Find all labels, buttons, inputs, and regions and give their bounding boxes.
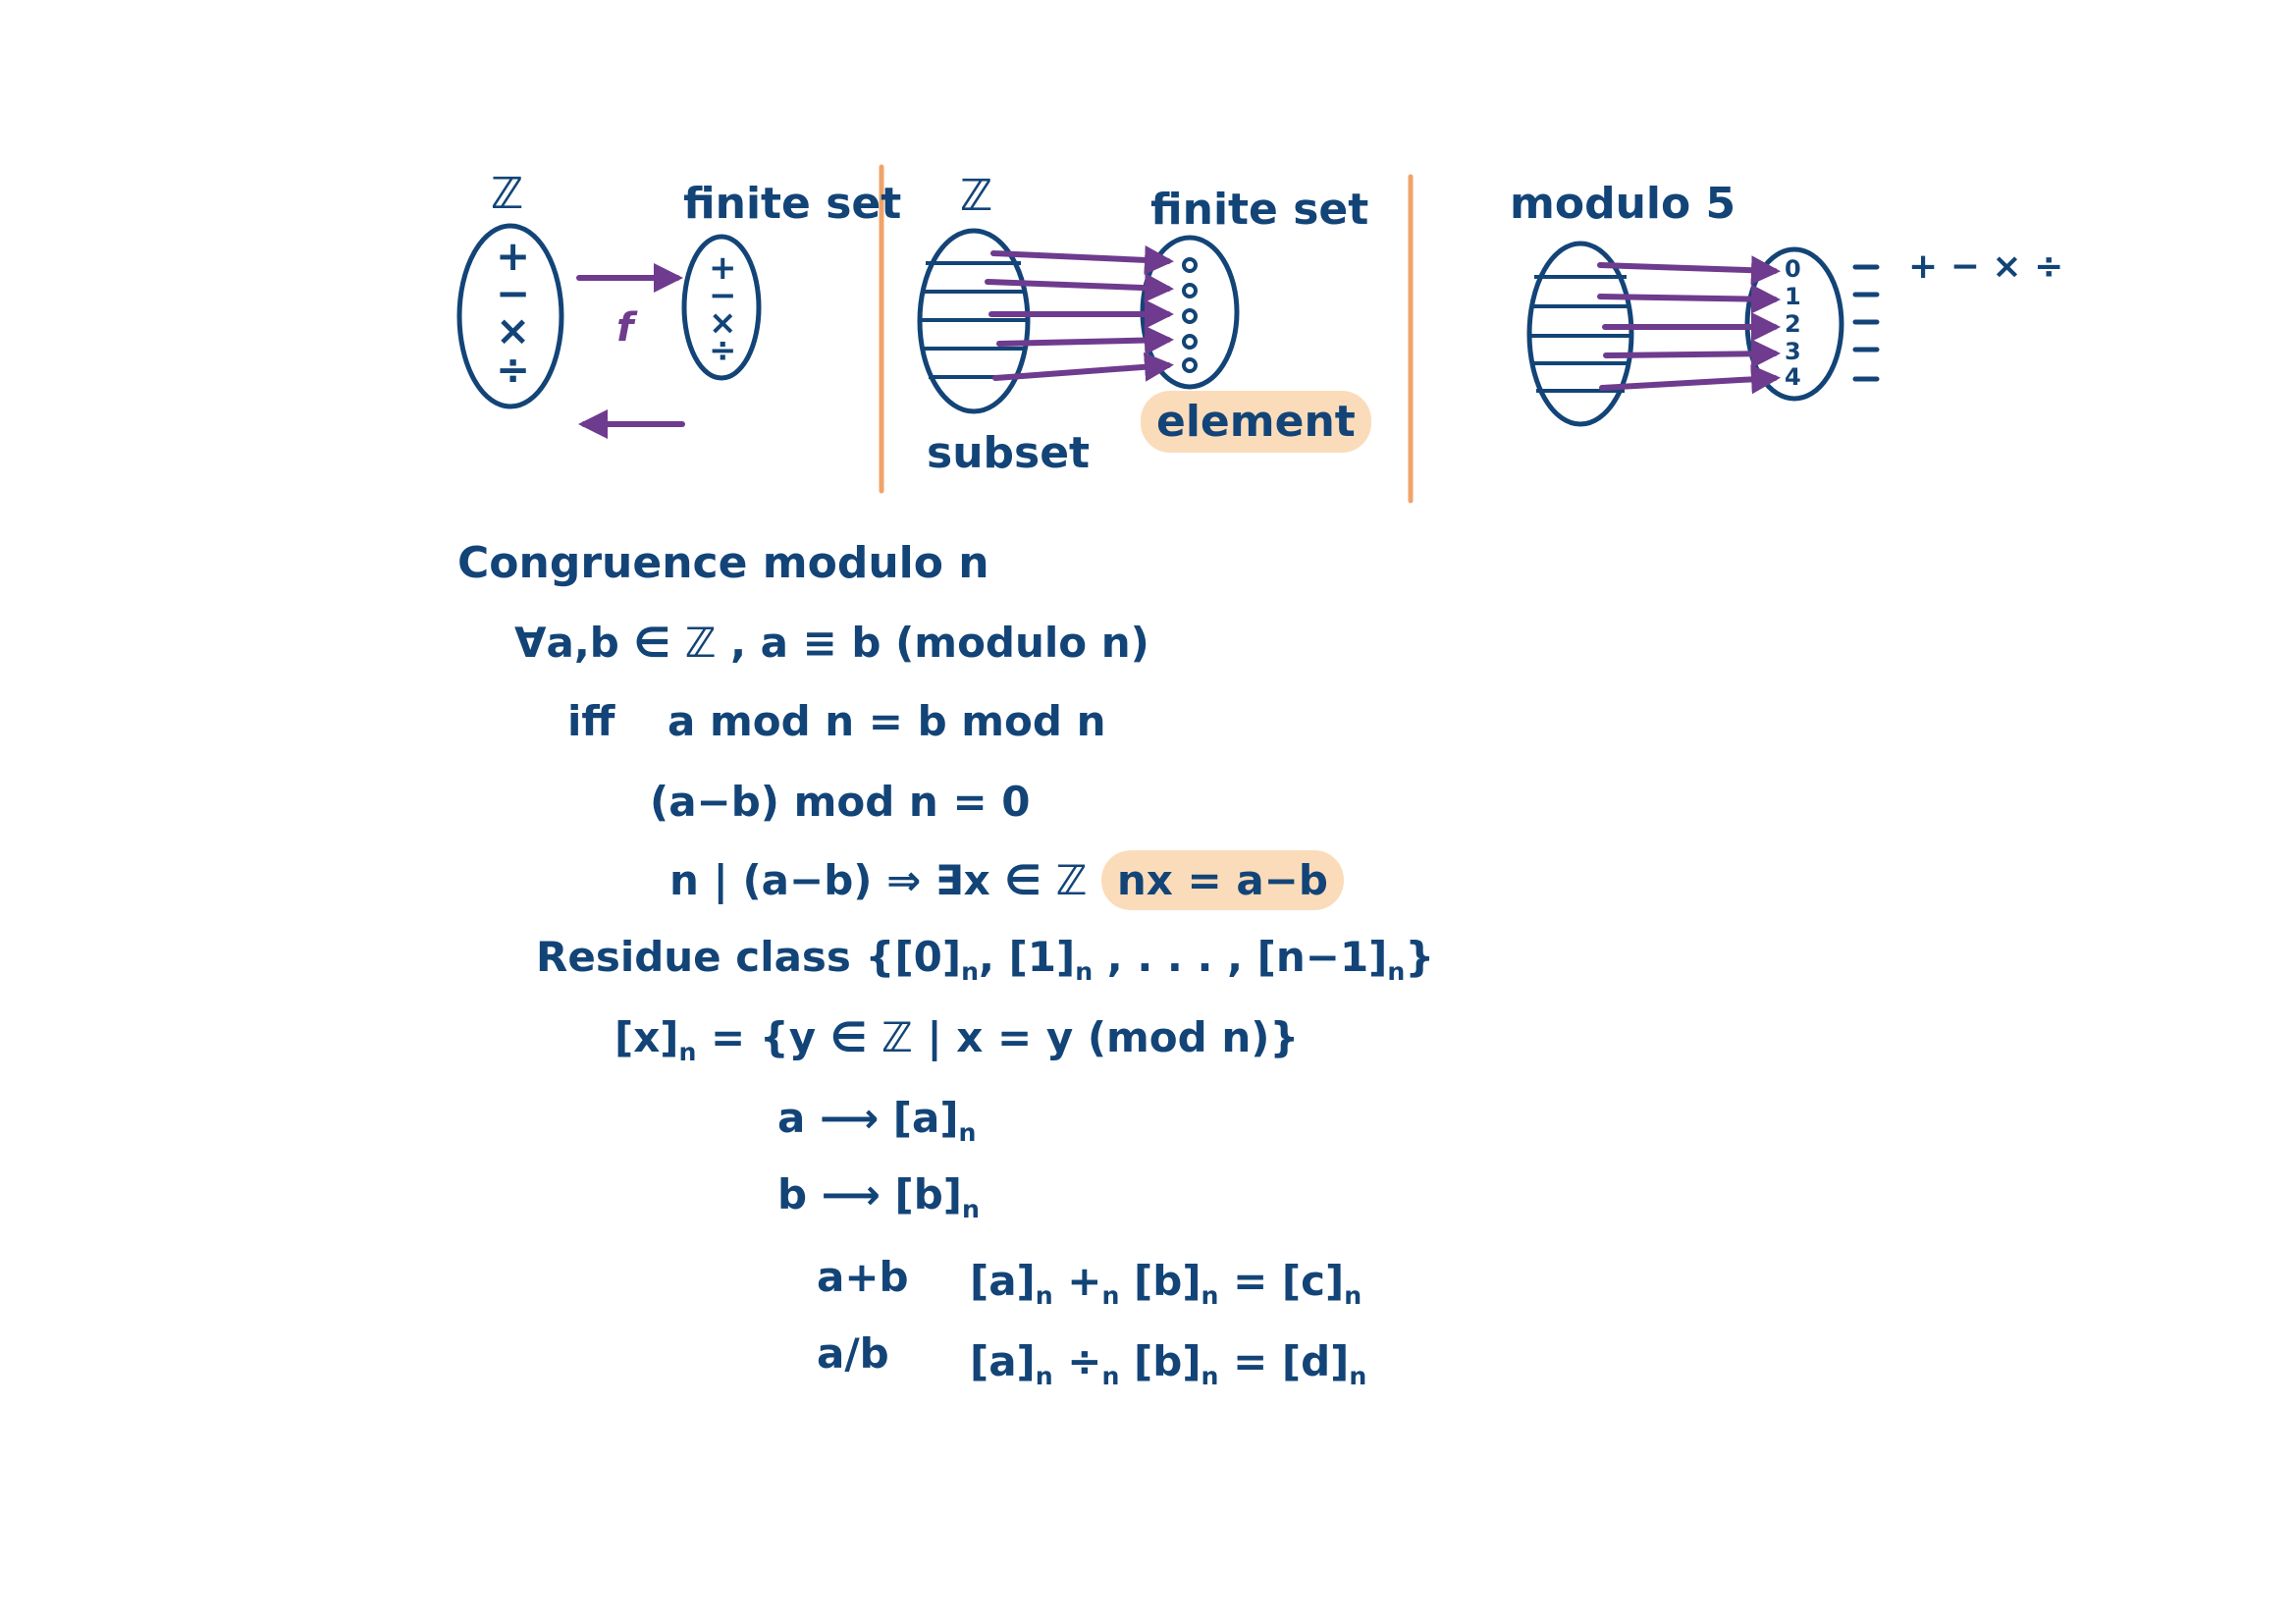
nx-equation-highlight: nx = a−b [1100, 850, 1344, 910]
subset-mapping-arrows [985, 244, 1174, 382]
notes-line-3: (a−b) mod n = 0 [650, 778, 1031, 826]
sum-equation: [a]n +n [b]n = [c]n [970, 1257, 1362, 1310]
integers-ellipse [456, 223, 564, 409]
quotient-equation: [a]n ÷n [b]n = [d]n [970, 1337, 1367, 1390]
notes-line-2-iff: iff [567, 697, 615, 745]
residue-mapping-arrows [1597, 255, 1781, 395]
panel2-finite-set-label: finite set [1150, 185, 1369, 235]
panel1-op-plus: + [496, 232, 531, 280]
notes-line-1: ∀a,b ∈ ℤ , a ≡ b (modulo n) [514, 619, 1149, 667]
subset-ellipse-group [917, 228, 1031, 414]
map-b-line: b ⟶ [b]n [777, 1170, 980, 1223]
panel2-integers-label: ℤ [960, 171, 993, 221]
finite-set-ellipse [681, 234, 762, 381]
residue-4: 4 [1785, 363, 1801, 391]
residue-class-definition: [x]n = {y ∈ ℤ | x = y (mod n)} [614, 1013, 1300, 1066]
modulo-ops-label: + − × ÷ [1908, 246, 2064, 287]
function-label-f: f [616, 305, 634, 351]
element-dots [1182, 257, 1198, 373]
panel1-finite-op-plus: + [709, 248, 737, 288]
notes-line-4: n | (a−b) ⇒ ∃x ∈ ℤ nx = a−b [669, 850, 1344, 910]
map-a-line: a ⟶ [a]n [777, 1094, 977, 1147]
panel1-op-divide: ÷ [496, 346, 531, 394]
panel1-finite-set-label: finite set [683, 179, 902, 229]
element-label: element [1141, 391, 1371, 453]
panel1-op-times: × [496, 306, 531, 354]
subset-label: subset [927, 428, 1091, 478]
panel1-finite-op-times: × [709, 303, 737, 343]
notes-heading: Congruence modulo n [457, 538, 989, 588]
sum-label: a+b [817, 1253, 909, 1301]
integers-hatched-ellipse [1526, 241, 1634, 427]
panel1-finite-op-minus: − [709, 276, 737, 315]
modulo-5-title: modulo 5 [1510, 179, 1736, 229]
residue-0: 0 [1785, 255, 1801, 283]
notes-line-2: a mod n = b mod n [667, 697, 1106, 745]
residue-dashes [1852, 264, 1880, 382]
residue-1: 1 [1785, 283, 1801, 310]
residue-2: 2 [1785, 310, 1801, 338]
quotient-label: a/b [817, 1329, 889, 1378]
panel1-integers-label: ℤ [491, 169, 524, 219]
panel1-finite-op-divide: ÷ [709, 331, 737, 370]
residue-class-line: Residue class {[0]n, [1]n , . . . , [n−1… [536, 933, 1435, 986]
residue-3: 3 [1785, 338, 1801, 365]
panel1-op-minus: − [496, 269, 531, 317]
